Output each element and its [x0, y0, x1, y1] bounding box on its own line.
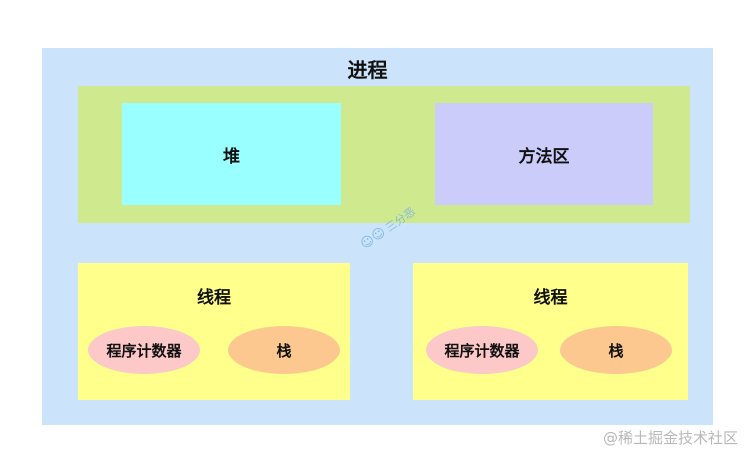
stack-label-2: 栈	[608, 341, 624, 360]
program-counter-2: 程序计数器	[426, 326, 538, 374]
program-counter-label-2: 程序计数器	[444, 341, 520, 360]
process-label: 进程	[347, 58, 388, 82]
heap-label: 堆	[223, 146, 240, 167]
program-counter-label-1: 程序计数器	[106, 341, 182, 360]
thread-label-2: 线程	[533, 288, 568, 308]
program-counter-1: 程序计数器	[88, 326, 200, 374]
stack-label-1: 栈	[276, 341, 292, 360]
stack-2: 栈	[560, 326, 672, 374]
heap-box: 堆	[122, 103, 341, 205]
method-area-label: 方法区	[518, 146, 570, 167]
footer-watermark: @稀土掘金技术社区	[602, 429, 738, 447]
stack-1: 栈	[228, 326, 340, 374]
thread-label-1: 线程	[197, 288, 231, 308]
method-area-box: 方法区	[435, 103, 653, 205]
